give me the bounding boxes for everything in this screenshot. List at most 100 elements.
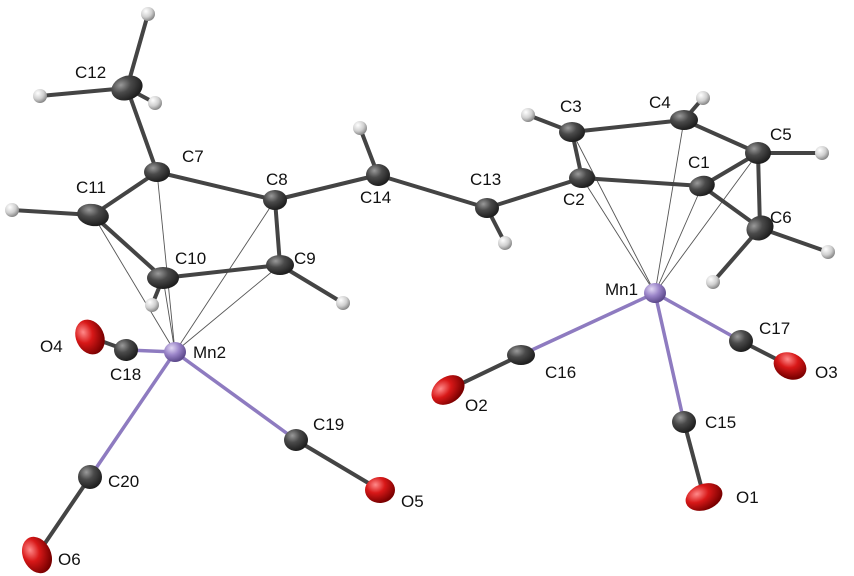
coord-line — [156, 171, 176, 353]
label-C9: C9 — [294, 249, 316, 268]
coord-line — [162, 277, 176, 353]
atom-C4 — [670, 110, 698, 130]
label-C19: C19 — [313, 415, 344, 434]
bond — [376, 173, 489, 210]
label-O3: O3 — [815, 363, 838, 382]
bond — [294, 438, 382, 492]
label-C15: C15 — [705, 413, 736, 432]
metal-bond — [653, 291, 686, 424]
hydrogen-atom — [815, 146, 829, 160]
coord-line — [174, 264, 281, 353]
label-O6: O6 — [58, 550, 81, 569]
coord-line — [174, 199, 276, 353]
atom-C18 — [114, 339, 138, 361]
label-C13: C13 — [470, 170, 501, 189]
atom-C17 — [729, 330, 753, 352]
label-C3: C3 — [560, 97, 582, 116]
label-O2: O2 — [465, 396, 488, 415]
atom-C13 — [475, 198, 499, 218]
coord-line — [654, 185, 703, 294]
label-O1: O1 — [736, 488, 759, 507]
bond — [570, 118, 686, 134]
label-C17: C17 — [759, 319, 790, 338]
atom-C8 — [263, 190, 287, 210]
label-C2: C2 — [563, 190, 585, 209]
hydrogen-atom — [5, 203, 19, 217]
coordination-lines — [92, 119, 759, 353]
atom-C5 — [745, 142, 771, 164]
hydrogen-atom — [145, 298, 159, 312]
atom-O5 — [365, 477, 395, 503]
label-Mn1: Mn1 — [605, 280, 638, 299]
oxygen-atoms — [21, 319, 807, 574]
metal-bond — [653, 291, 743, 343]
label-C20: C20 — [108, 472, 139, 491]
atom-C10 — [147, 267, 179, 289]
label-C16: C16 — [545, 363, 576, 382]
label-C8: C8 — [266, 170, 288, 189]
hydrogen-atom — [696, 91, 710, 105]
atom-O3 — [773, 352, 807, 380]
atom-C12 — [111, 75, 143, 101]
atom-O2 — [431, 375, 465, 405]
bond — [273, 173, 380, 202]
bond — [273, 198, 282, 267]
label-C10: C10 — [175, 249, 206, 268]
label-Mn2: Mn2 — [193, 343, 226, 362]
atom-O1 — [685, 483, 723, 511]
atom-O6 — [21, 536, 53, 574]
bond — [155, 170, 277, 202]
atom-C9 — [266, 255, 294, 275]
hydrogen-atom — [336, 296, 350, 310]
hydrogen-atom — [33, 89, 47, 103]
atom-C16 — [507, 345, 535, 365]
hydrogen-atom — [521, 108, 535, 122]
atom-C7 — [144, 162, 170, 182]
atom-O4 — [75, 319, 105, 355]
label-C12: C12 — [75, 63, 106, 82]
coord-line — [571, 131, 656, 294]
hydrogen-atom — [353, 121, 367, 135]
bond — [485, 176, 584, 210]
bond — [756, 151, 762, 230]
atom-C1 — [689, 175, 715, 197]
atom-C3 — [559, 122, 585, 142]
atom-C15 — [672, 411, 696, 433]
metal-bonds — [88, 291, 743, 479]
hydrogen-atom — [148, 96, 162, 110]
atom-Mn2 — [164, 342, 186, 362]
atom-C11 — [77, 203, 109, 227]
label-C6: C6 — [770, 208, 792, 227]
label-O5: O5 — [401, 492, 424, 511]
atom-Mn1 — [644, 283, 666, 303]
hydrogen-atoms — [5, 7, 835, 312]
manganese-atoms — [164, 283, 666, 362]
metal-bond — [88, 350, 177, 479]
atom-C6 — [746, 215, 774, 241]
coord-line — [654, 152, 759, 294]
bond — [161, 263, 282, 280]
hydrogen-atom — [498, 236, 512, 250]
bond — [580, 176, 704, 188]
atom-C2 — [569, 168, 595, 188]
coord-line — [92, 214, 176, 353]
metal-bond — [519, 291, 657, 357]
label-C14: C14 — [360, 188, 391, 207]
hydrogen-atom — [706, 275, 720, 289]
bond — [682, 118, 760, 155]
atom-labels: C1 C2 C3 C4 C5 C6 C7 C8 C9 C10 C11 C12 C… — [40, 63, 838, 569]
bond — [35, 475, 92, 557]
bond — [125, 86, 159, 174]
atom-C20 — [78, 465, 102, 489]
hydrogen-atom — [141, 7, 155, 21]
coord-line — [581, 177, 656, 294]
atom-C19 — [284, 429, 308, 451]
label-C4: C4 — [649, 93, 671, 112]
label-C1: C1 — [688, 153, 710, 172]
coord-line — [654, 119, 685, 294]
label-C18: C18 — [110, 365, 141, 384]
label-C5: C5 — [770, 125, 792, 144]
bond — [91, 213, 165, 280]
